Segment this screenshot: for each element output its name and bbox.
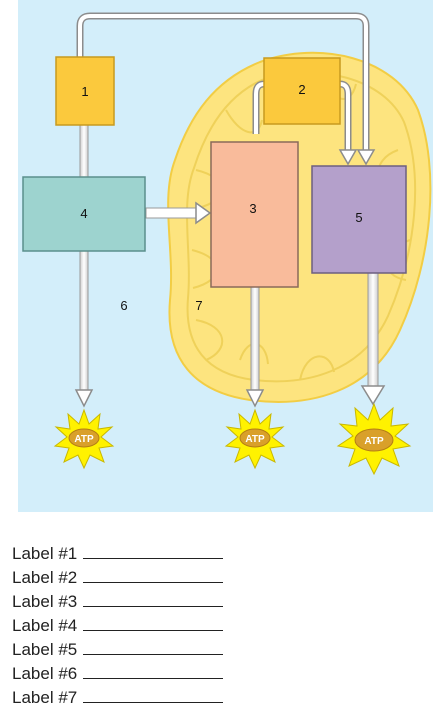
box-1-number: 1: [81, 84, 88, 99]
label-text-6: Label #6: [12, 664, 78, 683]
answer-blank-4[interactable]: [83, 613, 224, 631]
label-answer-list: Label #1 Label #2 Label #3 Label #4 Labe…: [12, 541, 224, 709]
label-row-4: Label #4: [12, 613, 224, 637]
arrow-box2-to-box3: [252, 80, 265, 134]
label-row-6: Label #6: [12, 661, 224, 685]
region-label-7: 7: [195, 298, 202, 313]
answer-blank-7[interactable]: [83, 685, 224, 703]
label-text-5: Label #5: [12, 640, 78, 659]
answer-blank-1[interactable]: [83, 541, 224, 559]
cellular-respiration-diagram: 1 2 3 4 5 6 7 ATP ATP ATP: [18, 0, 433, 512]
region-label-6: 6: [120, 298, 127, 313]
atp-burst-right: ATP: [336, 402, 412, 476]
atp-text-middle: ATP: [245, 434, 265, 445]
arrow-box5-to-atp-right: [360, 271, 386, 406]
box-4: 4: [22, 176, 146, 252]
box-5: 5: [311, 165, 407, 274]
atp-burst-left: ATP: [53, 408, 115, 470]
answer-blank-6[interactable]: [83, 661, 224, 679]
answer-blank-2[interactable]: [83, 565, 224, 583]
label-row-5: Label #5: [12, 637, 224, 661]
atp-text-right: ATP: [364, 436, 384, 447]
label-row-7: Label #7: [12, 685, 224, 709]
box-2-number: 2: [298, 82, 305, 97]
arrow-box4-to-box3: [145, 201, 212, 225]
arrow-box2-to-box5: [338, 80, 358, 166]
box-5-number: 5: [355, 210, 362, 225]
label-text-4: Label #4: [12, 616, 78, 635]
box-3-number: 3: [249, 201, 256, 216]
atp-text-left: ATP: [74, 434, 94, 445]
box-4-number: 4: [80, 206, 87, 221]
label-text-3: Label #3: [12, 592, 78, 611]
box-2: 2: [263, 57, 341, 125]
label-row-3: Label #3: [12, 589, 224, 613]
label-row-2: Label #2: [12, 565, 224, 589]
box-3: 3: [210, 141, 299, 288]
label-text-1: Label #1: [12, 544, 78, 563]
answer-blank-3[interactable]: [83, 589, 224, 607]
arrow-box1-to-box5: [76, 12, 376, 166]
answer-blank-5[interactable]: [83, 637, 224, 655]
box-1: 1: [55, 56, 115, 126]
label-text-2: Label #2: [12, 568, 78, 587]
atp-burst-middle: ATP: [224, 408, 286, 470]
label-text-7: Label #7: [12, 688, 78, 707]
label-row-1: Label #1: [12, 541, 224, 565]
